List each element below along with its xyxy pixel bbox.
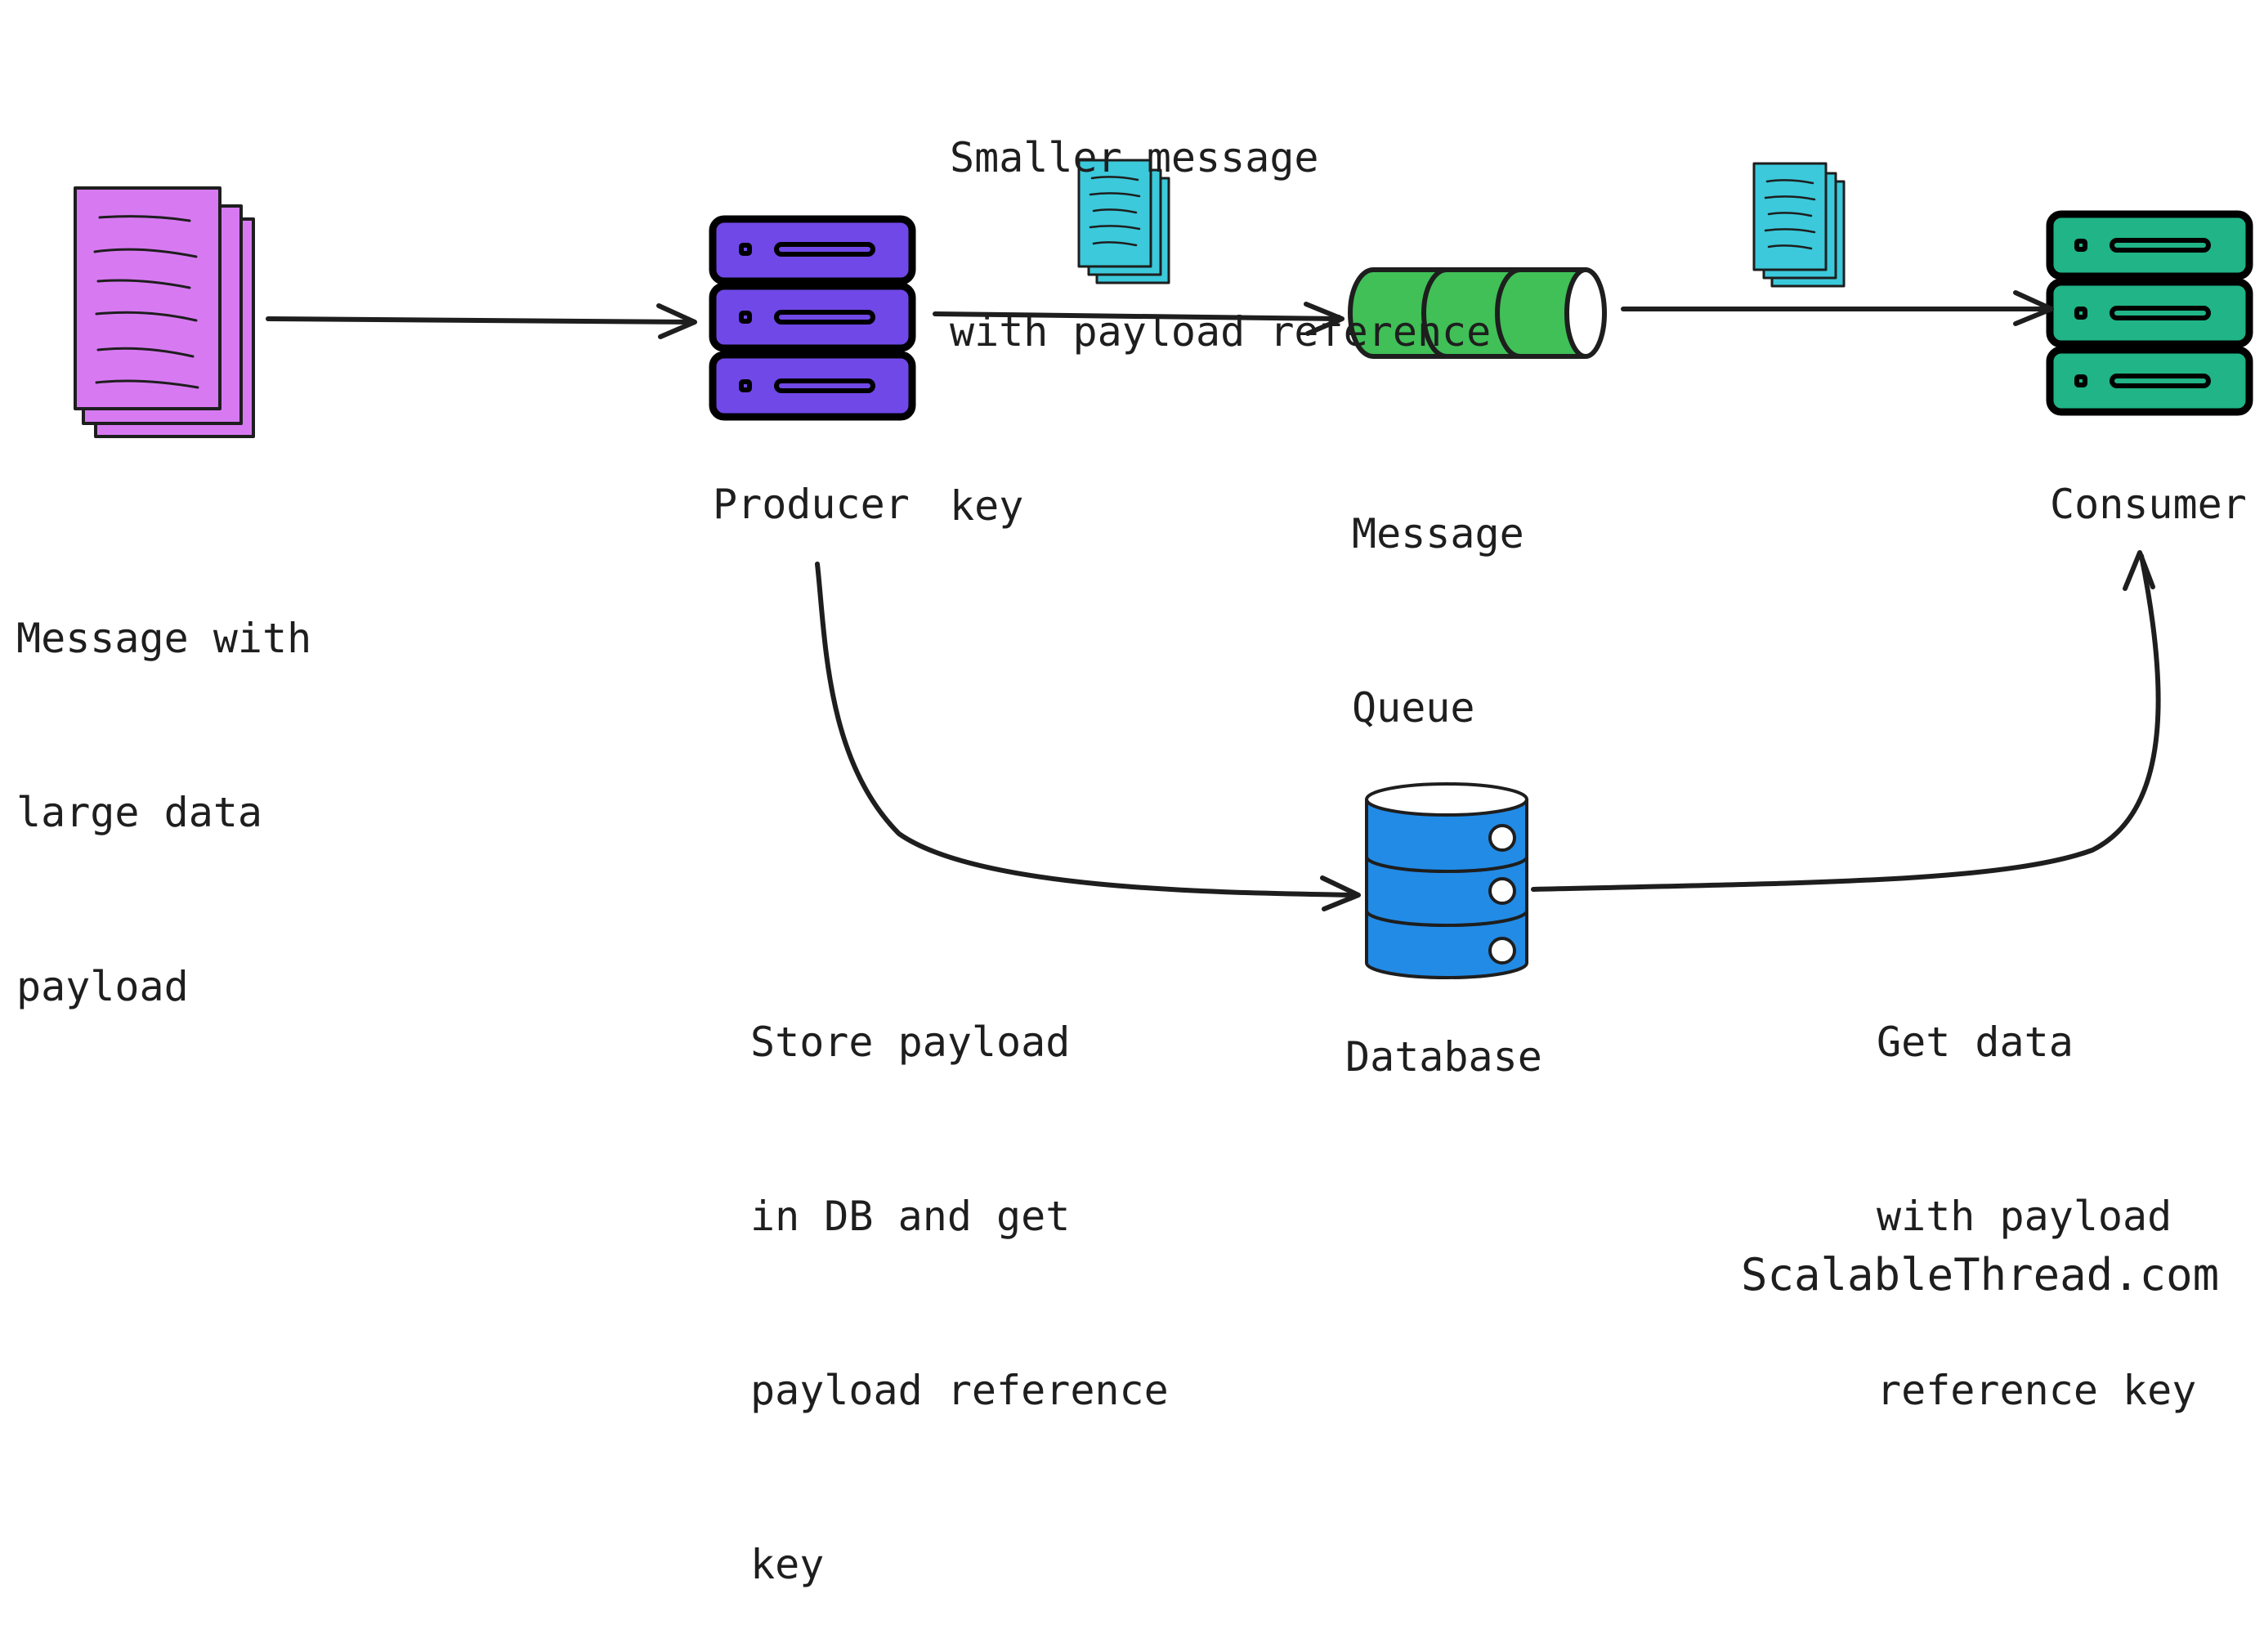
get-data-label: Get data with payload reference key (1877, 898, 2196, 1478)
brand-watermark: ScalableThread.com (1741, 1249, 2220, 1301)
label-line: key (950, 482, 1024, 530)
small-message-document-icon-2 (1752, 162, 1846, 288)
message-large-payload-label: Message with large data payload (16, 494, 311, 1074)
label-line: Queue (1352, 684, 1475, 732)
smaller-message-label: Smaller message with payload reference k… (950, 13, 1491, 593)
message-queue-icon (1348, 267, 1607, 359)
label-line: reference key (1877, 1367, 2197, 1414)
arrow-database-to-consumer (1531, 553, 2161, 892)
arrow-producer-to-database (815, 562, 1359, 898)
architecture-diagram (74, 159, 2253, 979)
database-label: Database (1345, 1033, 1542, 1081)
producer-server-icon (709, 215, 916, 421)
label-line: Message with (16, 615, 312, 662)
database-icon (1365, 782, 1528, 979)
arrow-message-to-producer (266, 316, 696, 325)
consumer-server-icon (2046, 210, 2253, 416)
label-line: payload (16, 963, 189, 1010)
label-line: Smaller message (950, 134, 1319, 181)
arrow-producer-to-queue-head (1304, 302, 1345, 336)
producer-label: Producer (713, 481, 910, 528)
message-queue-label: Message Queue (1352, 389, 1524, 795)
label-line: Store payload (750, 1019, 1071, 1066)
arrow-database-to-consumer-head (2123, 550, 2155, 591)
arrow-message-to-producer-head (656, 303, 697, 339)
label-line: Message (1352, 510, 1524, 557)
consumer-label: Consumer (2050, 481, 2247, 528)
label-line: with payload reference (950, 308, 1492, 356)
arrow-queue-to-consumer-head (2013, 290, 2054, 326)
label-line: large data (16, 789, 263, 836)
large-message-document-icon (74, 186, 255, 438)
label-line: in DB and get (750, 1193, 1071, 1240)
small-message-document-icon (1077, 159, 1170, 284)
label-line: key (750, 1541, 825, 1588)
arrow-producer-to-database-head (1320, 875, 1361, 911)
label-line: payload reference (750, 1367, 1169, 1414)
label-line: Get data (1877, 1019, 2074, 1066)
store-payload-label: Store payload in DB and get payload refe… (750, 898, 1169, 1652)
arrow-producer-to-queue (933, 311, 1343, 321)
label-line: with payload (1877, 1193, 2172, 1240)
